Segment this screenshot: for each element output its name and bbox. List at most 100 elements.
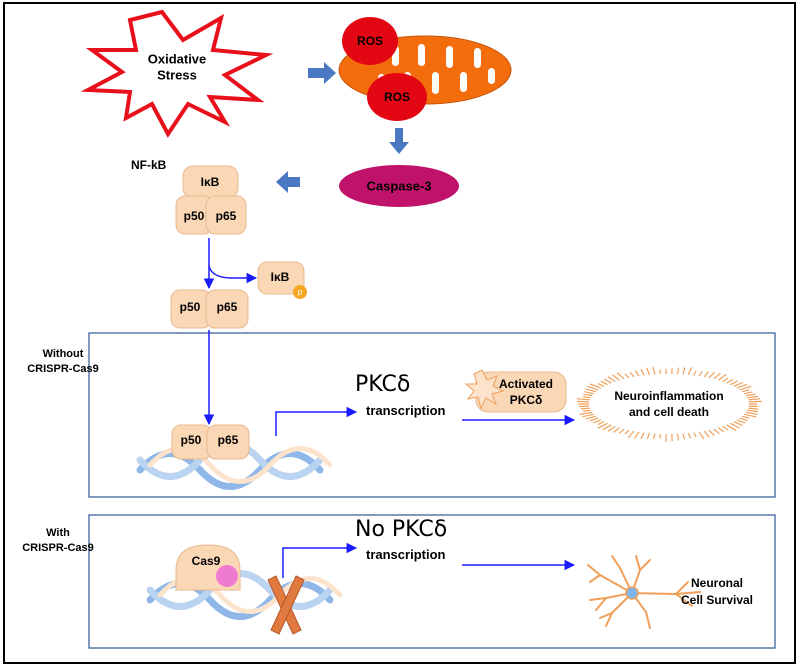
burst-ray bbox=[747, 395, 759, 399]
burst-ray bbox=[600, 380, 608, 386]
burst-ray bbox=[584, 391, 594, 395]
burst-ray bbox=[687, 432, 692, 439]
p50-p65-on-dna bbox=[171, 424, 250, 460]
burst-ray bbox=[659, 433, 662, 439]
dna-p50-label: p50 bbox=[180, 433, 202, 447]
nfkb-ikb-label: IκB bbox=[200, 175, 220, 189]
burst-ray bbox=[703, 371, 709, 378]
burst-ray bbox=[593, 419, 602, 424]
burst-ray bbox=[736, 383, 748, 389]
burst-ray bbox=[726, 424, 737, 431]
burst-ray bbox=[613, 427, 621, 433]
burst-ray bbox=[576, 398, 590, 401]
burst-ray bbox=[597, 421, 605, 426]
nfkb-complex bbox=[175, 165, 247, 235]
burst-ray bbox=[748, 398, 761, 401]
burst-ray bbox=[676, 433, 680, 441]
ros-top-molecule bbox=[342, 17, 398, 65]
burst-ray bbox=[682, 433, 686, 440]
phosphate-badge bbox=[293, 285, 307, 299]
neuron-icon bbox=[587, 555, 701, 629]
ikb-phosphorylated bbox=[257, 261, 305, 295]
without-label-line2: CRISPR-Cas9 bbox=[27, 363, 99, 375]
burst-ray bbox=[607, 425, 616, 432]
burst-ray bbox=[693, 370, 697, 376]
burst-ray bbox=[698, 370, 703, 377]
neuroinflammation-line2: and cell death bbox=[628, 405, 710, 419]
burst-ray bbox=[597, 422, 608, 429]
burst-ray bbox=[747, 409, 759, 413]
block-arrow-to-caspase bbox=[389, 128, 409, 154]
burst-ray bbox=[583, 393, 593, 397]
burst-ray bbox=[587, 385, 599, 391]
dimer-p50-label: p50 bbox=[179, 300, 201, 314]
burst-ray bbox=[652, 433, 656, 440]
burst-ray bbox=[708, 371, 715, 379]
burst-ray bbox=[616, 372, 625, 380]
burst-ray bbox=[713, 372, 721, 380]
burst-ray bbox=[733, 421, 743, 427]
neuron-nucleus bbox=[625, 586, 639, 600]
with-label-line2: CRISPR-Cas9 bbox=[22, 542, 94, 554]
burst-ray bbox=[713, 428, 720, 435]
burst-ray bbox=[634, 370, 640, 377]
burst-ray bbox=[589, 383, 602, 389]
burst-ray bbox=[687, 367, 693, 376]
burst-ray bbox=[726, 378, 734, 384]
pkcd-gene-label: PKCδ bbox=[355, 372, 411, 397]
burst-ray bbox=[736, 419, 746, 424]
release-ikb-arrow bbox=[208, 238, 258, 284]
burst-ray bbox=[577, 400, 590, 403]
block-arrow-to-mitochondria bbox=[308, 62, 336, 84]
blocked-transcription-arrow bbox=[282, 542, 358, 578]
burst-ray bbox=[585, 388, 597, 393]
ros-bottom-molecule bbox=[367, 73, 427, 121]
oxidative-stress-burst bbox=[80, 9, 274, 138]
guide-rna-complex bbox=[216, 565, 238, 587]
neuroinflammation-burst bbox=[576, 366, 762, 442]
burst-ray bbox=[682, 367, 686, 375]
burst-ray bbox=[602, 424, 612, 431]
cas9-label: Cas9 bbox=[191, 554, 221, 568]
with-transcription-label: transcription bbox=[366, 547, 446, 562]
burst-ray bbox=[717, 373, 727, 381]
burst-ray bbox=[676, 367, 680, 375]
transcription-start-arrow bbox=[275, 406, 358, 436]
burst-ray bbox=[708, 429, 715, 437]
activated-line2: PKCδ bbox=[509, 393, 543, 407]
burst-ray bbox=[745, 393, 756, 397]
burst-ray bbox=[597, 382, 605, 387]
burst-ray bbox=[652, 366, 656, 375]
transcription-block-x bbox=[267, 575, 305, 635]
burst-ray bbox=[739, 385, 752, 391]
with-label-line1: With bbox=[46, 527, 70, 539]
burst-ray bbox=[582, 396, 591, 399]
burst-ray bbox=[739, 417, 748, 422]
survival-line2: Cell Survival bbox=[680, 593, 754, 607]
burst-ray bbox=[607, 376, 616, 383]
burst-ray bbox=[603, 378, 612, 384]
ros-bottom-label: ROS bbox=[383, 90, 411, 104]
burst-ray bbox=[722, 377, 729, 383]
burst-ray bbox=[624, 373, 630, 379]
burst-ray bbox=[579, 411, 593, 415]
burst-ray bbox=[612, 374, 621, 381]
burst-ray bbox=[744, 413, 757, 418]
burst-ray bbox=[741, 389, 750, 393]
burst-ray bbox=[733, 381, 743, 387]
panel-with-crispr bbox=[88, 514, 776, 649]
dimer-p65-label: p65 bbox=[216, 300, 238, 314]
nfkb-title: NF-kB bbox=[131, 158, 167, 172]
burst-ray bbox=[722, 425, 729, 431]
burst-ray bbox=[741, 415, 750, 419]
without-label-line1: Without bbox=[42, 348, 84, 360]
burst-ray bbox=[585, 415, 597, 420]
burst-ray bbox=[744, 391, 753, 395]
burst-ray bbox=[640, 368, 645, 376]
p50-p65-dimer bbox=[170, 289, 249, 329]
neuroinflammation-line1: Neuroinflammation bbox=[614, 389, 724, 403]
burst-ray bbox=[730, 422, 740, 429]
survival-line1: Neuronal bbox=[690, 576, 744, 590]
